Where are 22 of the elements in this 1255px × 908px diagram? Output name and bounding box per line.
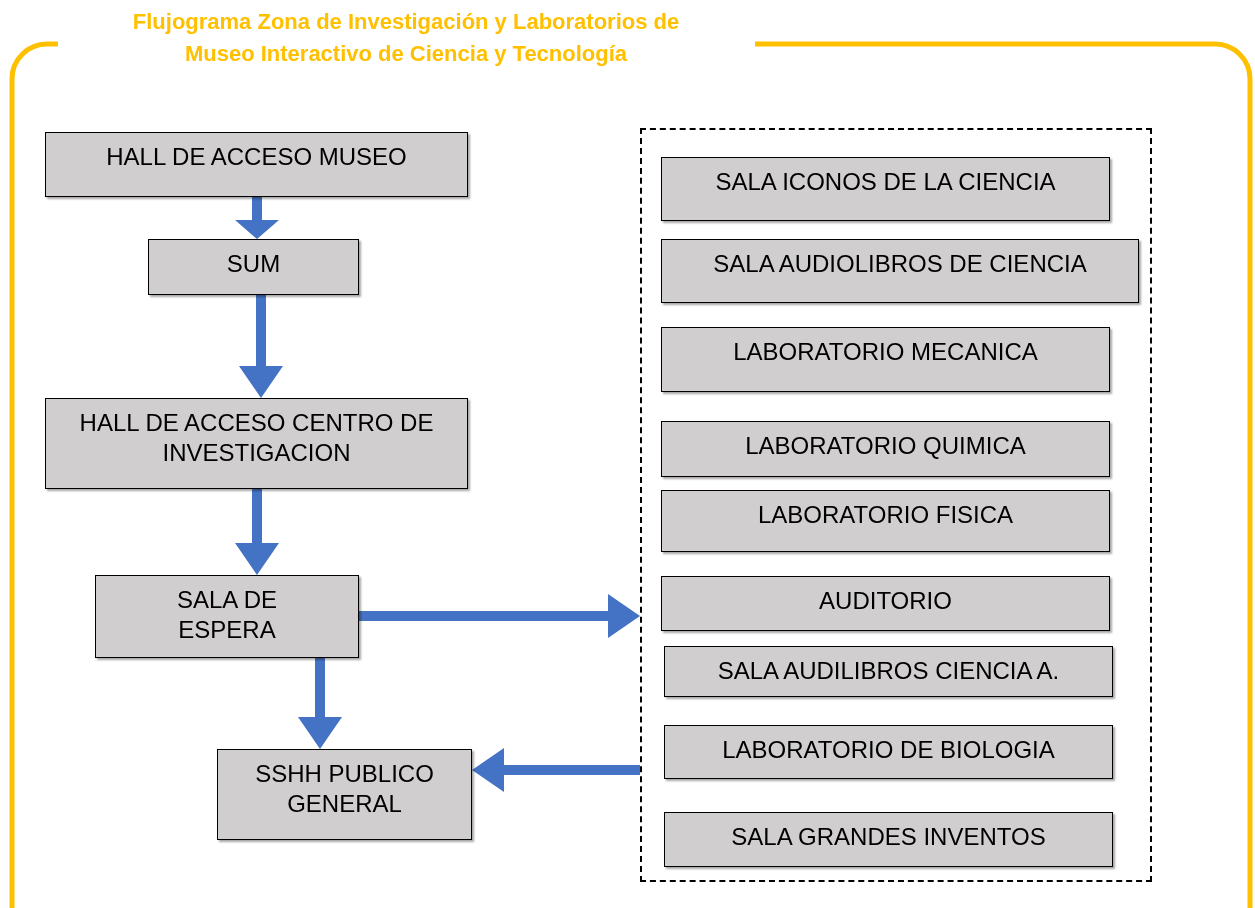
process-box: SALA AUDIOLIBROS DE CIENCIA bbox=[661, 239, 1139, 303]
process-box: SALA GRANDES INVENTOS bbox=[664, 812, 1113, 867]
diagram-title: Flujograma Zona de Investigación y Laboratorios de Museo Interactivo de Ciencia y Tecnología bbox=[131, 8, 681, 68]
process-box: HALL DE ACCESO MUSEO bbox=[45, 132, 468, 197]
process-box: LABORATORIO QUIMICA bbox=[661, 421, 1110, 477]
process-box: SUM bbox=[148, 239, 359, 295]
process-box: SALA ICONOS DE LA CIENCIA bbox=[661, 157, 1110, 221]
arrow bbox=[239, 295, 283, 398]
process-box: SALA DE ESPERA bbox=[95, 575, 359, 658]
process-box: SSHH PUBLICO GENERAL bbox=[217, 749, 472, 840]
process-box: AUDITORIO bbox=[661, 576, 1110, 631]
arrow bbox=[298, 658, 342, 749]
process-box: LABORATORIO FISICA bbox=[661, 490, 1110, 552]
process-box: LABORATORIO MECANICA bbox=[661, 327, 1110, 392]
arrow bbox=[472, 748, 640, 792]
process-box: SALA AUDILIBROS CIENCIA A. bbox=[664, 646, 1113, 697]
dashed-group-box bbox=[640, 128, 1152, 882]
arrow bbox=[235, 489, 279, 575]
arrow bbox=[359, 594, 640, 638]
process-box: HALL DE ACCESO CENTRO DE INVESTIGACION bbox=[45, 398, 468, 489]
arrow bbox=[235, 197, 279, 239]
process-box: LABORATORIO DE BIOLOGIA bbox=[664, 725, 1113, 779]
